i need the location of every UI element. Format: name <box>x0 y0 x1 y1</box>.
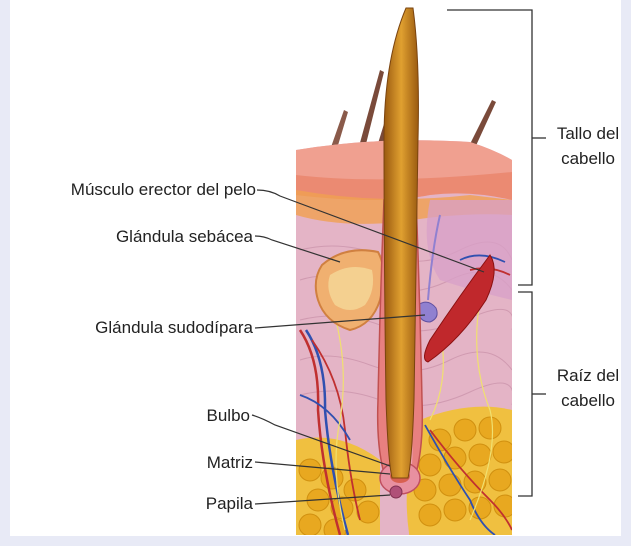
label-tallo-line1: Tallo del <box>548 124 628 144</box>
label-raiz-line2: cabello <box>548 391 628 411</box>
label-bulbo: Bulbo <box>207 406 250 426</box>
label-glandula-sebacea: Glándula sebácea <box>116 227 253 247</box>
label-tallo-line2: cabello <box>548 149 628 169</box>
label-raiz-line1: Raíz del <box>548 366 628 386</box>
hair-shaft <box>384 8 418 478</box>
label-glandula-sudoripara: Glándula sudodípara <box>95 318 253 338</box>
label-musculo-erector: Músculo erector del pelo <box>71 180 256 200</box>
label-matriz: Matriz <box>207 453 253 473</box>
label-papila: Papila <box>206 494 253 514</box>
dermal-papilla <box>390 486 402 498</box>
